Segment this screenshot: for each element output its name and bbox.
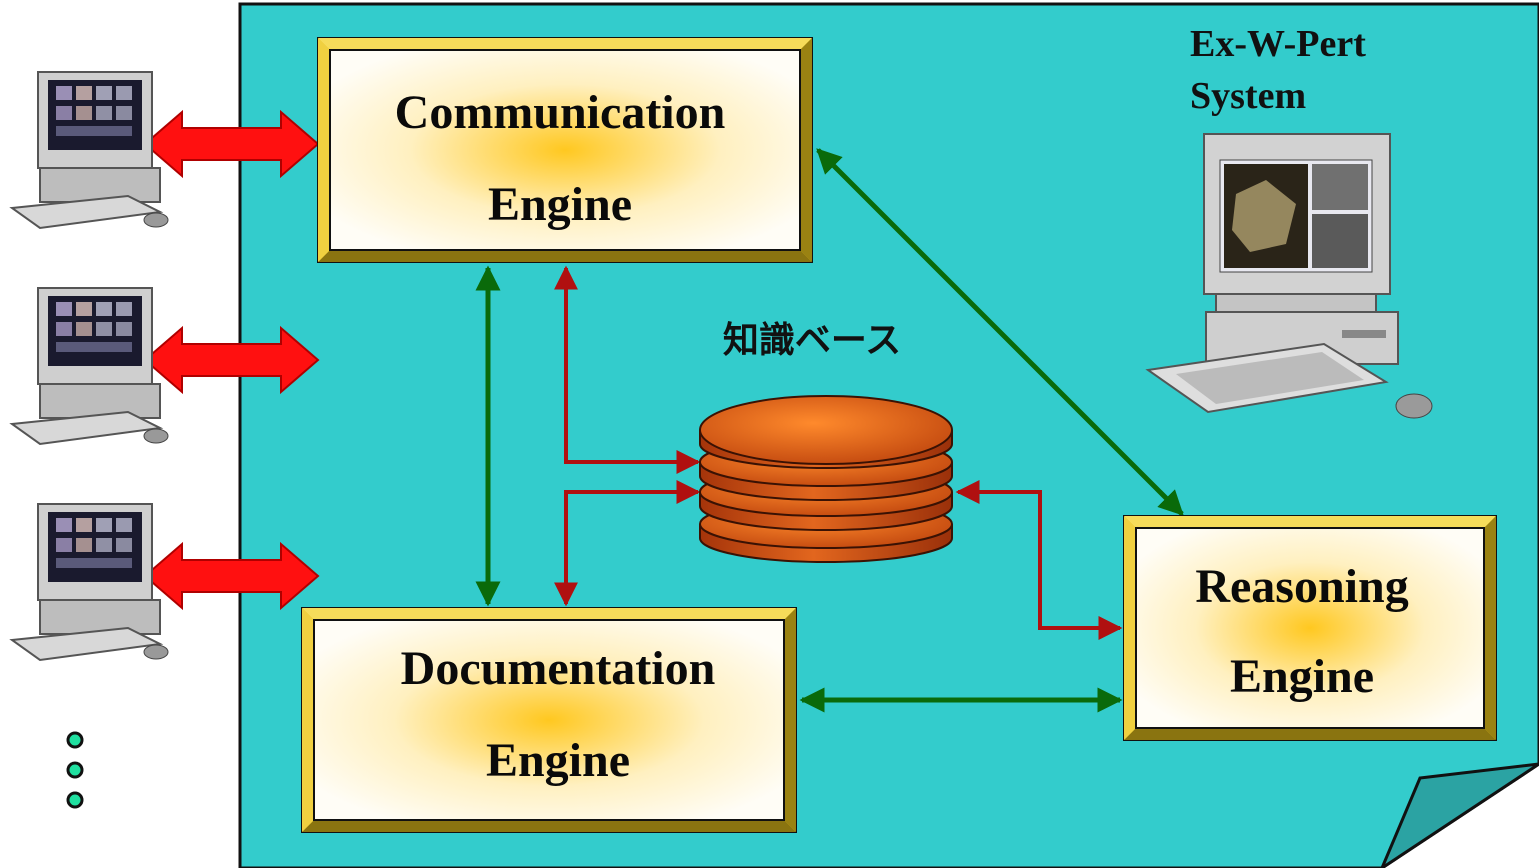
- system-title-line1: Ex-W-Pert: [1190, 23, 1366, 65]
- client-computer-icon: [9, 287, 169, 446]
- reasoning-engine-line1: Reasoning: [1195, 560, 1408, 613]
- server-computer-icon: [1145, 133, 1433, 419]
- reasoning-kb-arrow: [955, 480, 1123, 640]
- more-clients-ellipsis-icon: [66, 731, 84, 809]
- client-arrow-1: [143, 109, 320, 179]
- page-curl: [1380, 762, 1539, 868]
- client-connection-arrows: [143, 109, 320, 611]
- knowledge-base-label: 知識ベース: [723, 320, 901, 361]
- client-arrow-2: [143, 325, 320, 395]
- comm-reasoning-arrow: [816, 148, 1184, 516]
- documentation-engine-line1: Documentation: [401, 642, 716, 695]
- reasoning-engine-line2: Engine: [1230, 650, 1374, 703]
- communication-engine-box: Communication Engine: [317, 37, 813, 263]
- database-icon: [699, 395, 953, 563]
- communication-engine-line2: Engine: [488, 178, 632, 231]
- reasoning-engine-box: Reasoning Engine: [1123, 515, 1497, 741]
- client-arrow-3: [143, 541, 320, 611]
- system-title-line2: System: [1190, 75, 1306, 117]
- doc-kb-arrow: [554, 480, 701, 607]
- client-computer-icon: [9, 503, 169, 662]
- client-computer-icon: [9, 71, 169, 230]
- comm-kb-arrow: [554, 265, 701, 474]
- documentation-engine-box: Documentation Engine: [301, 607, 797, 833]
- documentation-engine-line2: Engine: [486, 734, 630, 787]
- knowledge-base-connections: [554, 265, 1123, 640]
- engine-connections: [475, 148, 1184, 713]
- communication-engine-line1: Communication: [395, 86, 726, 139]
